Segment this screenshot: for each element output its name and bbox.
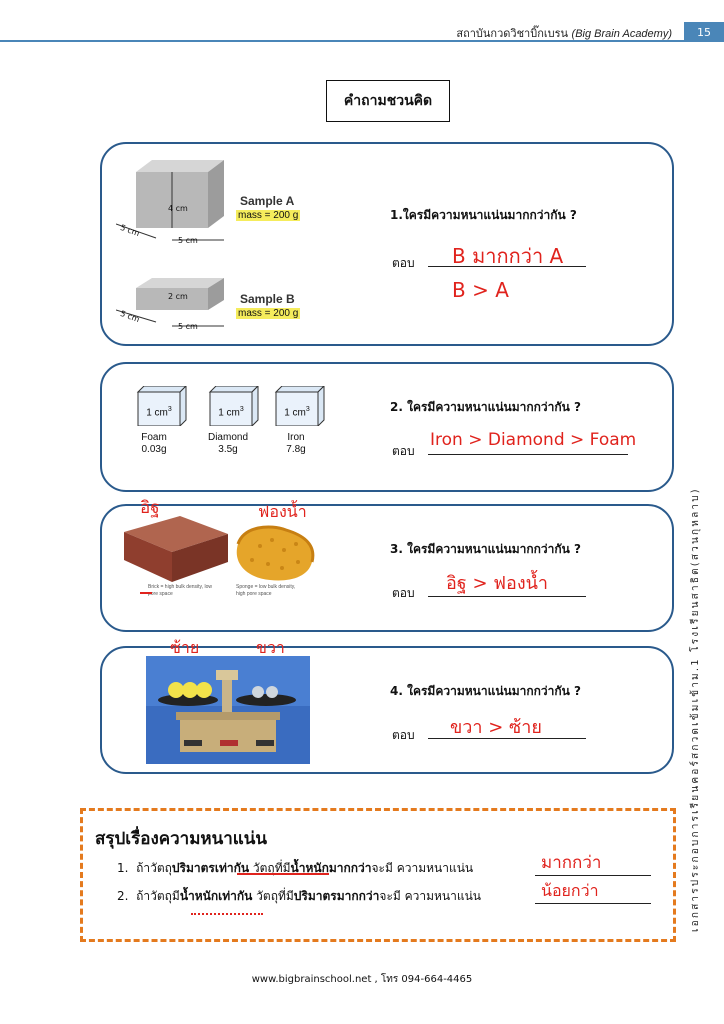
right-pan-handwritten-label: ขวา — [256, 638, 285, 657]
brick-handwritten-label: อิฐ — [140, 498, 160, 518]
summary-row-2-answer: น้อยกว่า — [541, 881, 599, 900]
question-1-answer-line — [428, 266, 586, 267]
question-3-answer: อิฐ > ฟองน้ำ — [446, 573, 549, 594]
question-4-answer-line — [428, 738, 586, 739]
question-3-text: 3. ใครมีความหนาแน่นมากกว่ากัน ? — [390, 542, 581, 556]
brick-sponge-illustration — [124, 516, 315, 582]
header-rule — [0, 40, 724, 42]
sample-a-mass: mass = 200 g — [236, 210, 301, 221]
sample-a-width: 5 cm — [178, 236, 198, 245]
question-1-answer-label: ตอบ — [392, 256, 415, 270]
question-2-answer-line — [428, 454, 628, 455]
sample-b-height: 2 cm — [168, 292, 188, 301]
cube-3-volume: 1 cm3 — [284, 406, 310, 419]
footer-contact: www.bigbrainschool.net , โทร 094-664-446… — [251, 974, 473, 985]
question-2-answer: Iron > Diamond > Foam — [430, 430, 637, 450]
summary-row-1-underline — [237, 873, 329, 875]
question-4-answer: ขวา > ซ้าย — [450, 717, 542, 738]
question-1-text: 1.ใครมีความหนาแน่นมากกว่ากัน ? — [390, 208, 577, 222]
page-number: 15 — [684, 22, 724, 42]
cube-2-volume: 1 cm3 — [218, 406, 244, 419]
summary-row-1-answer: มากกว่า — [541, 853, 602, 873]
summary-title: สรุปเรื่องความหนาแน่น — [95, 829, 267, 849]
summary-box: สรุปเรื่องความหนาแน่น 1. ถ้าวัตถุปริมาตร… — [80, 808, 676, 942]
summary-row-2: 2. ถ้าวัตถุมีน้ำหนักเท่ากัน วัตถุที่มีปร… — [117, 889, 482, 903]
samples-illustration — [116, 160, 224, 327]
summary-row-1-line — [535, 875, 651, 876]
question-1-answer: B มากกว่า A — [452, 244, 564, 268]
sample-a-name: Sample A — [240, 194, 295, 208]
summary-row-2-squiggle — [191, 907, 263, 915]
question-1-answer-2: B > A — [452, 278, 509, 302]
summary-row-1: 1. ถ้าวัตถุปริมาตรเท่ากัน วัตถุที่มีน้ำห… — [117, 861, 474, 875]
sample-a-height: 4 cm — [168, 204, 188, 213]
sample-b-width: 5 cm — [178, 322, 198, 331]
question-2-text: 2. ใครมีความหนาแน่นมากกว่ากัน ? — [390, 400, 581, 414]
question-card-2 — [100, 362, 674, 492]
side-label: เอกสารประกอบการเรียนคอร์สกวดเข้มเข้าม.1 … — [690, 487, 701, 932]
question-4-text: 4. ใครมีความหนาแน่นมากกว่ากัน ? — [390, 684, 581, 698]
sponge-caption: Sponge = low bulk density, high pore spa… — [236, 584, 296, 597]
brick-underline — [140, 592, 152, 594]
sample-b-name: Sample B — [240, 292, 295, 306]
summary-row-2-line — [535, 903, 651, 904]
question-2-answer-label: ตอบ — [392, 444, 415, 458]
header-title: สถาบันกวดวิชาบิ๊กเบรน (Big Brain Academy… — [456, 24, 672, 42]
header-title-en: (Big Brain Academy) — [571, 28, 672, 40]
section-title: คำถามชวนคิด — [326, 80, 450, 122]
question-3-answer-label: ตอบ — [392, 586, 415, 600]
balance-scale-illustration — [146, 656, 310, 764]
cubes-illustration — [136, 386, 325, 426]
header-title-th: สถาบันกวดวิชาบิ๊กเบรน — [456, 27, 569, 40]
brick-caption: Brick = high bulk density, low pore spac… — [148, 584, 212, 597]
left-pan-handwritten-label: ซ้าย — [170, 638, 200, 657]
sample-b-mass: mass = 200 g — [236, 308, 301, 319]
sponge-handwritten-label: ฟองน้ำ — [258, 502, 307, 521]
question-4-answer-label: ตอบ — [392, 728, 415, 742]
question-3-answer-line — [428, 596, 586, 597]
cube-1-volume: 1 cm3 — [146, 406, 172, 419]
